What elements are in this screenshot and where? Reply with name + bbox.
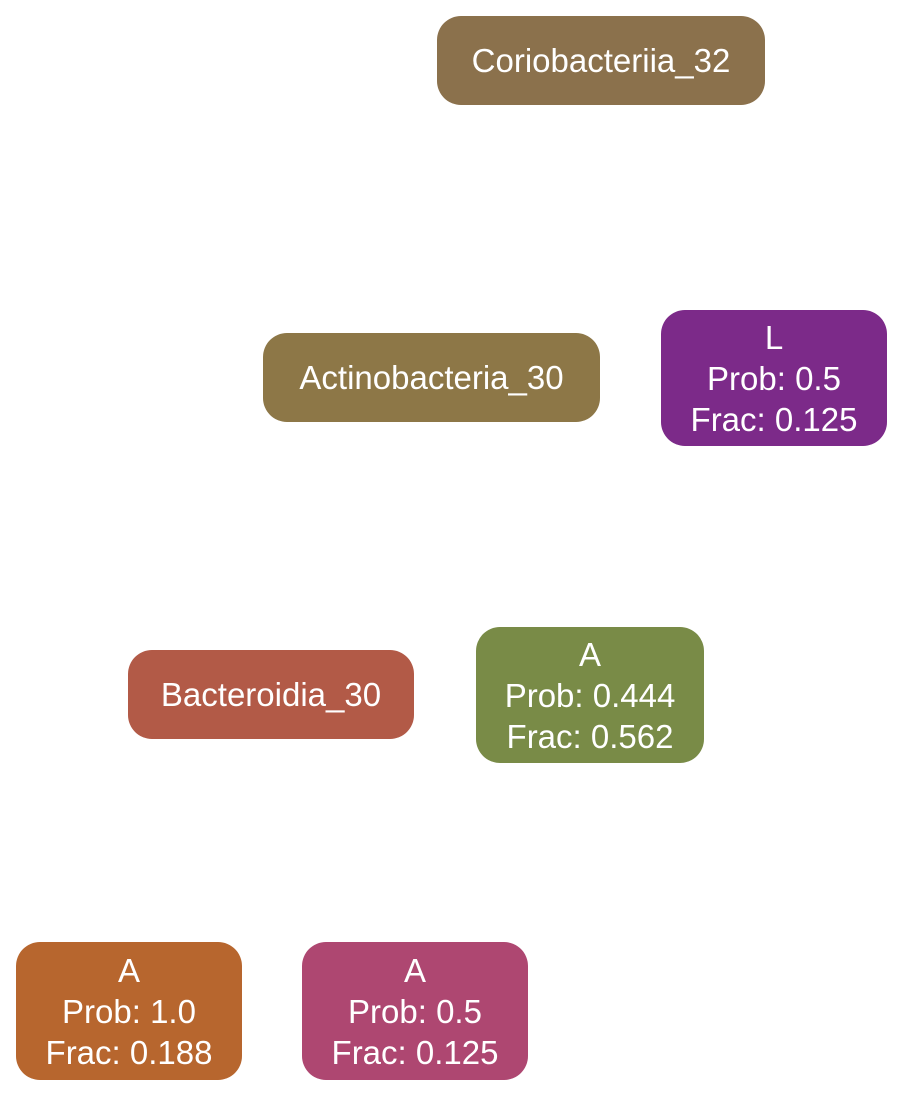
leaf-frac: Frac: 0.188	[45, 1033, 213, 1071]
node-coriobacteriia: Coriobacteriia_32	[437, 16, 765, 105]
node-actinobacteria: Actinobacteria_30	[263, 333, 600, 422]
leaf-name: A	[403, 951, 426, 989]
leaf-name: A	[578, 635, 601, 673]
leaf-prob: Prob: 0.5	[707, 359, 841, 397]
leaf-node-l: L Prob: 0.5 Frac: 0.125	[661, 310, 887, 446]
leaf-prob: Prob: 0.444	[504, 676, 676, 714]
node-label: Bacteroidia_30	[160, 676, 382, 713]
leaf-node-a-pink: A Prob: 0.5 Frac: 0.125	[302, 942, 528, 1080]
node-label: Coriobacteriia_32	[471, 42, 731, 79]
leaf-name: L	[764, 318, 784, 356]
leaf-node-a-green: A Prob: 0.444 Frac: 0.562	[476, 627, 704, 763]
leaf-frac: Frac: 0.125	[331, 1033, 499, 1071]
leaf-prob: Prob: 0.5	[348, 992, 482, 1030]
leaf-node-a-orange: A Prob: 1.0 Frac: 0.188	[16, 942, 242, 1080]
node-label: Actinobacteria_30	[299, 359, 564, 396]
leaf-prob: Prob: 1.0	[62, 992, 196, 1030]
leaf-name: A	[117, 951, 140, 989]
node-bacteroidia: Bacteroidia_30	[128, 650, 414, 739]
leaf-frac: Frac: 0.125	[690, 400, 858, 438]
leaf-frac: Frac: 0.562	[506, 717, 674, 755]
